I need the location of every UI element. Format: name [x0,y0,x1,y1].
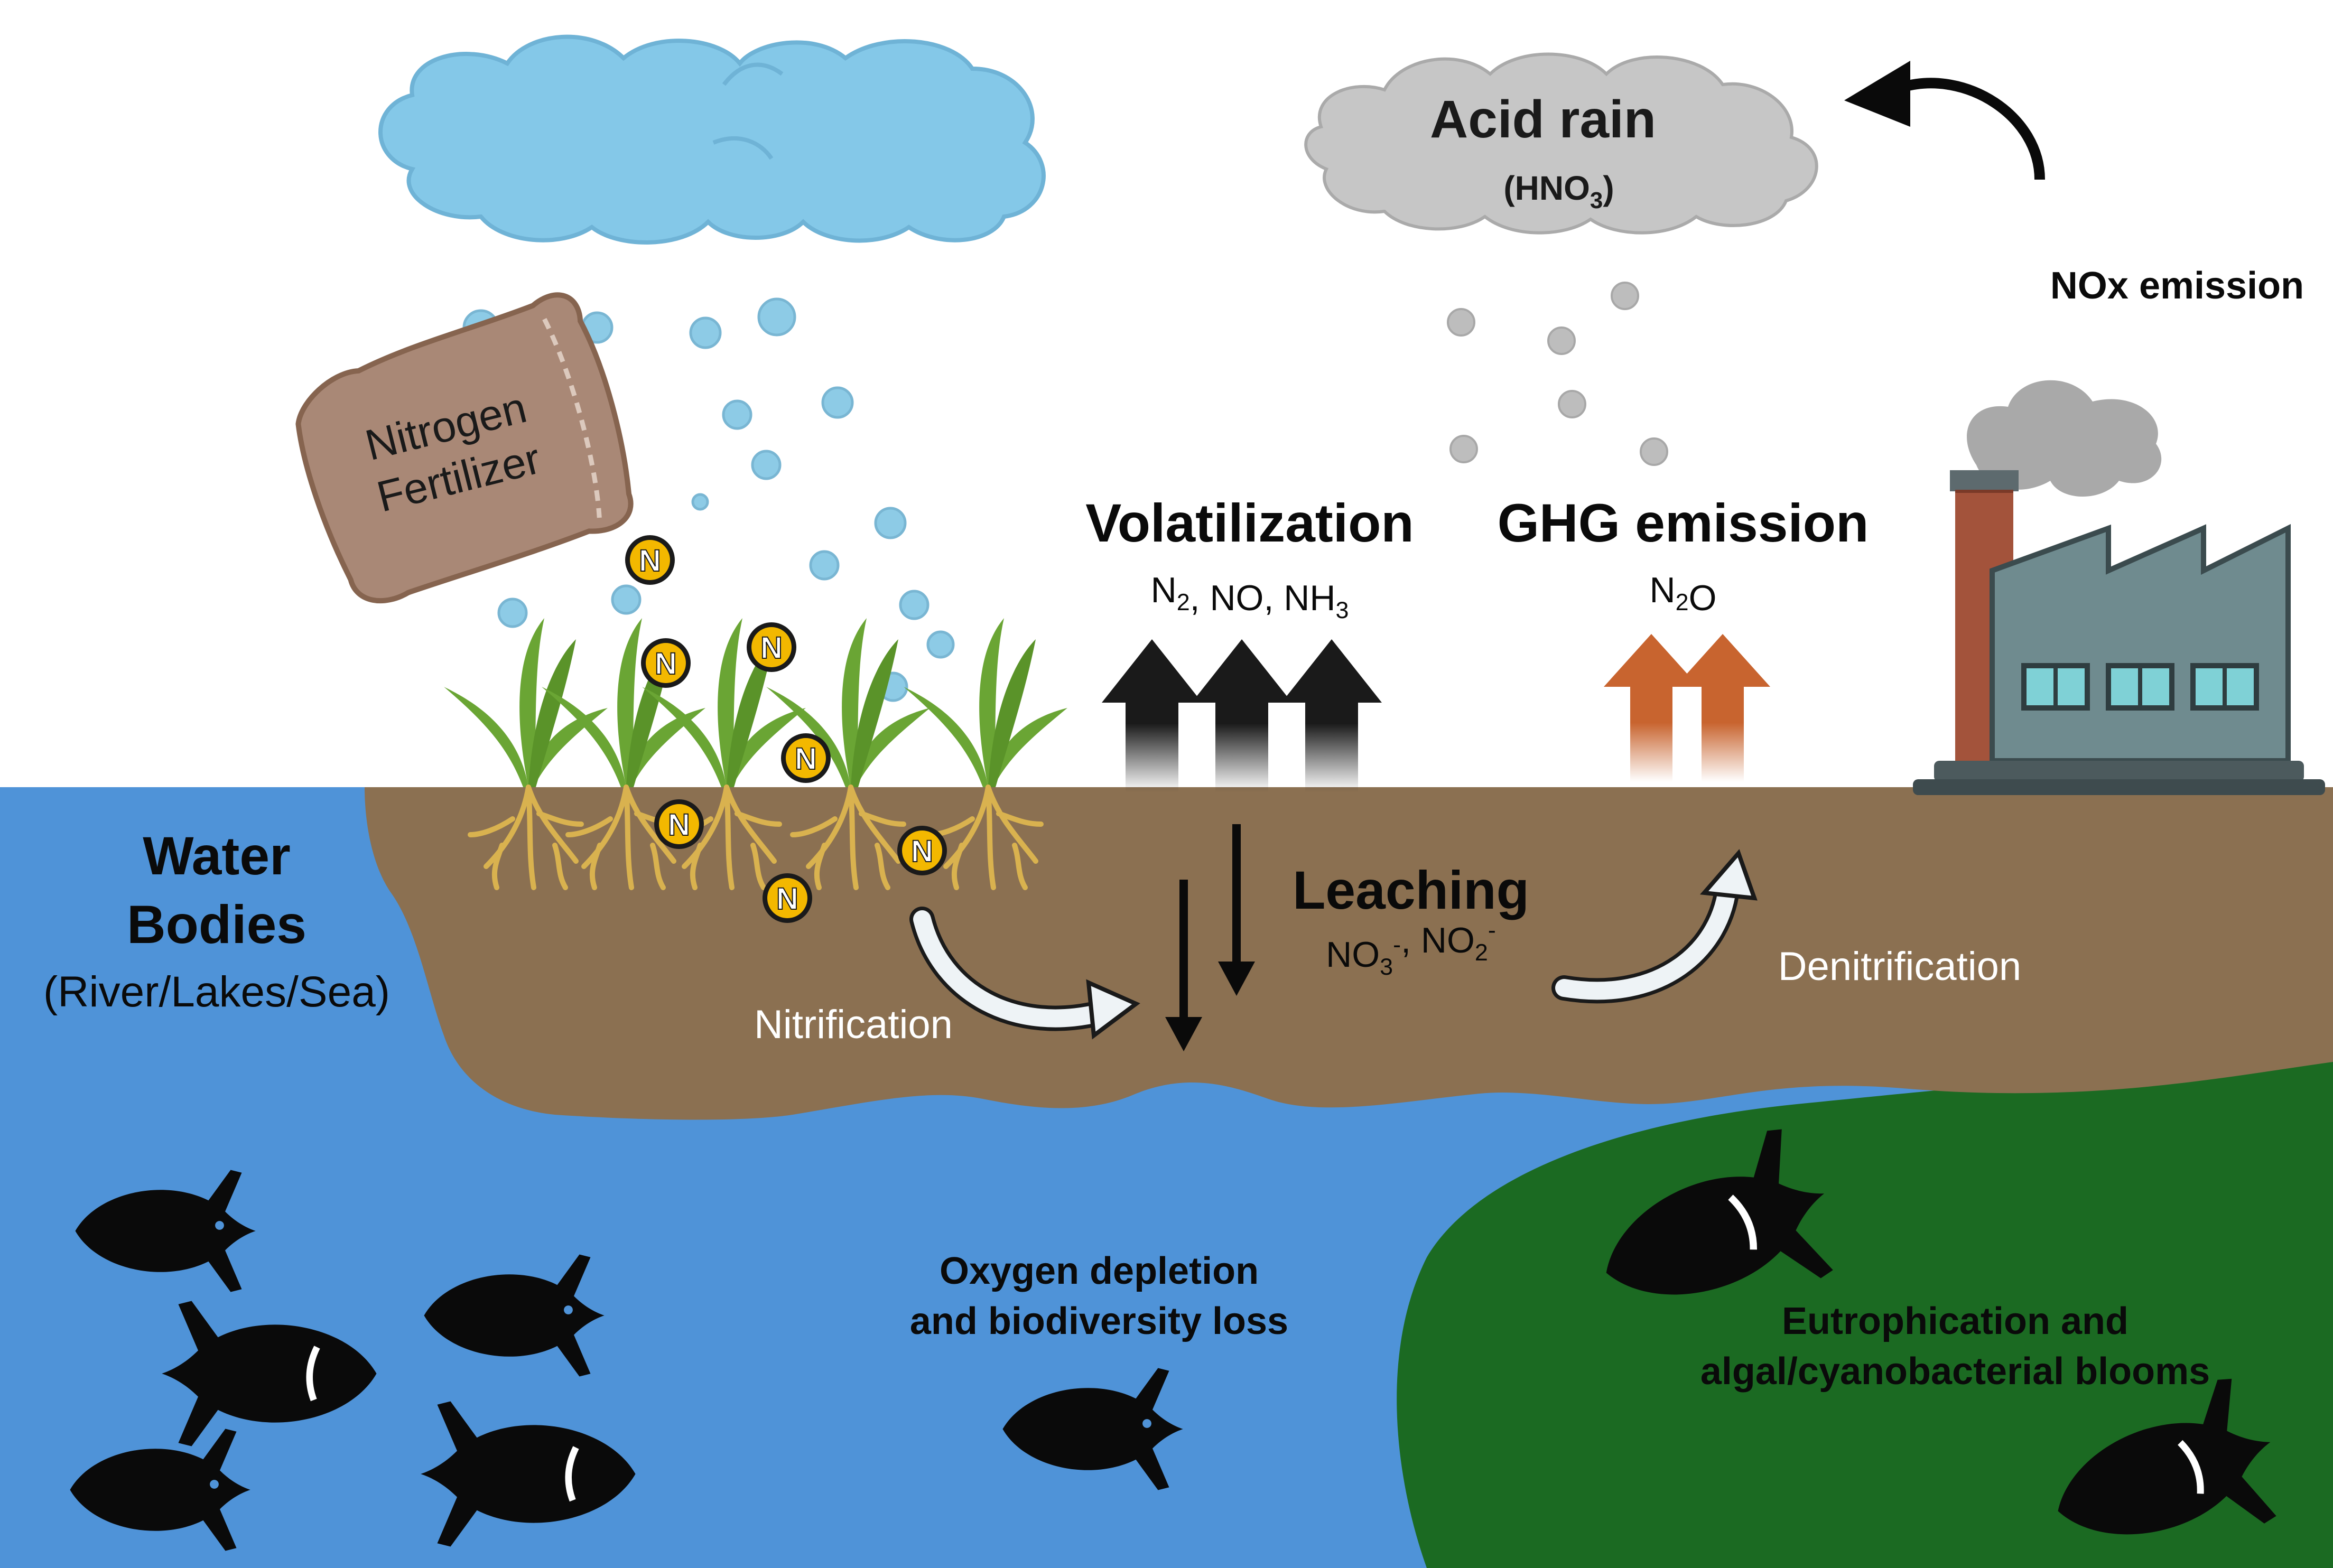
acid-rain-formula: (HNO3) [1503,169,1614,213]
water-bodies-subtitle: (River/Lakes/Sea) [43,968,390,1016]
fish-icon [421,1401,636,1547]
nitrogen-token-icon: N [654,799,704,849]
fish-school [70,1119,2294,1568]
leaching-ions: NO3-, NO2- [1326,917,1496,980]
denitrification-label: Denitrification [1778,944,2021,989]
plant-icon [766,618,930,890]
svg-text:N: N [655,647,677,681]
factory-icon [1913,380,2325,795]
nitrification-arrow [909,907,1140,1040]
fish-icon [75,1170,256,1292]
crop-plants [444,618,1067,890]
svg-text:N: N [668,808,690,842]
volatilization-arrows [1102,639,1382,792]
nitrogen-token-icon: N [897,826,947,875]
svg-text:N: N [911,834,933,869]
plant-icon [642,618,806,890]
oxygen-depletion-line1: Oxygen depletion [940,1250,1259,1292]
oxygen-depletion-line2: and biodiversity loss [910,1300,1288,1342]
leaching-title: Leaching [1293,860,1529,920]
fish-icon [2034,1370,2294,1568]
water-bodies-title-line1: Water [143,826,291,886]
fish-icon [162,1301,377,1446]
fish-icon [424,1254,605,1377]
water-bodies-title-line2: Bodies [127,894,306,955]
svg-text:N: N [760,631,783,665]
nitrification-label: Nitrification [754,1002,953,1047]
fertilizer-bag-icon: Nitrogen Fertilizer [295,292,634,604]
nitrogen-tokens: N N N N N N N [625,535,947,923]
plant-icon [444,618,608,890]
svg-text:N: N [776,882,798,916]
acid-rain-drops [1447,282,1668,466]
nitrogen-token-icon: N [781,733,831,783]
leaching-arrows [1165,824,1255,1051]
rain-cloud [378,34,1046,245]
volatilization-title: Volatilization [1085,493,1414,553]
ghg-emission-arrows [1604,634,1770,782]
acid-rain-cloud: Acid rain (HNO3) [1304,52,1818,235]
ghg-gas: N2O [1650,570,1717,618]
nitrogen-token-icon: N [625,535,675,585]
nitrogen-token-icon: N [641,638,691,688]
nitrogen-token-icon: N [763,873,812,923]
nox-emission-label: NOx emission [2050,265,2304,307]
denitrification-arrow [1551,849,1758,1004]
svg-text:N: N [795,742,817,776]
nitrogen-token-icon: N [747,622,796,672]
acid-rain-title: Acid rain [1430,90,1656,149]
fish-icon [1579,1119,1851,1347]
nox-emission-arrow [1844,61,2045,180]
svg-text:N: N [639,544,661,578]
fish-icon [1002,1368,1183,1490]
eutrophication-line1: Eutrophication and [1782,1300,2128,1342]
eutrophication-line2: algal/cyanobacterial blooms [1700,1350,2210,1393]
volatilization-gases: N2, NO, NH3 [1151,570,1349,623]
algal-bloom-area [1397,1062,2333,1568]
fish-icon [70,1429,250,1551]
ghg-emission-title: GHG emission [1498,493,1869,553]
soil-layer [365,787,2333,1120]
